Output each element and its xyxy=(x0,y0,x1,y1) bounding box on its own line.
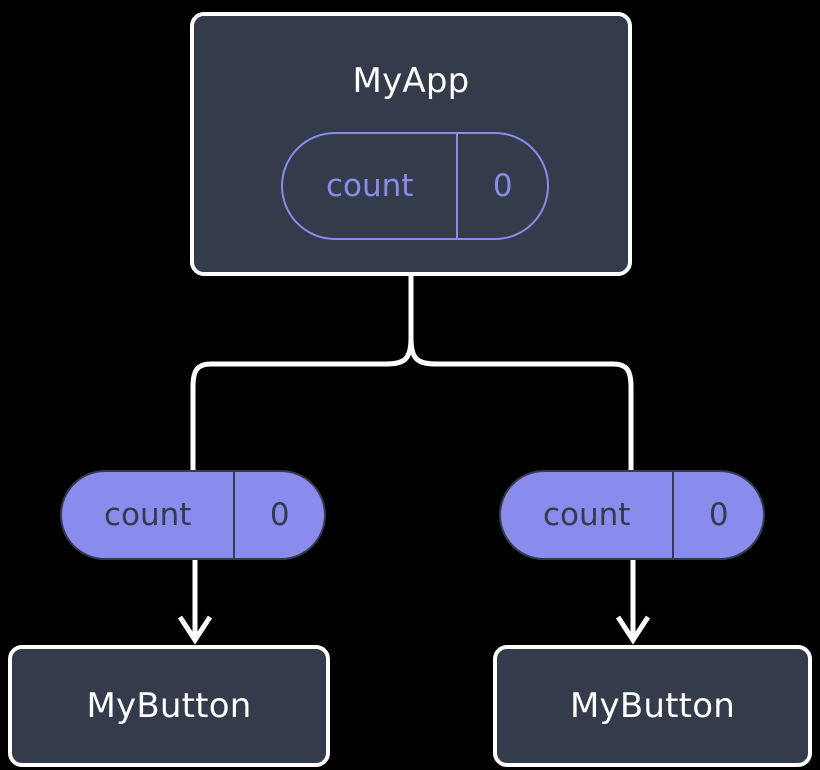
node-mybutton-right-title: MyButton xyxy=(570,686,735,726)
props-pill-right-key: count xyxy=(542,496,631,533)
edge-arrow-left-head xyxy=(177,615,213,645)
edge-arrow-right-head xyxy=(615,615,651,645)
state-pill-myapp[interactable]: count 0 xyxy=(281,132,549,240)
edge-branch-right xyxy=(408,337,634,478)
node-mybutton-left[interactable]: MyButton xyxy=(8,645,330,767)
node-myapp-title: MyApp xyxy=(352,61,470,101)
props-pill-right[interactable]: count 0 xyxy=(499,470,765,560)
props-pill-left-key: count xyxy=(103,496,192,533)
props-pill-right-value: 0 xyxy=(672,472,763,558)
edge-branch-left xyxy=(190,337,414,478)
props-pill-left-value: 0 xyxy=(233,472,324,558)
props-pill-left[interactable]: count 0 xyxy=(60,470,326,560)
state-pill-myapp-value: 0 xyxy=(456,134,547,238)
node-mybutton-right[interactable]: MyButton xyxy=(493,645,812,767)
state-pill-myapp-key: count xyxy=(325,167,414,204)
node-mybutton-left-title: MyButton xyxy=(86,686,252,726)
node-myapp[interactable]: MyApp count 0 xyxy=(190,12,632,276)
